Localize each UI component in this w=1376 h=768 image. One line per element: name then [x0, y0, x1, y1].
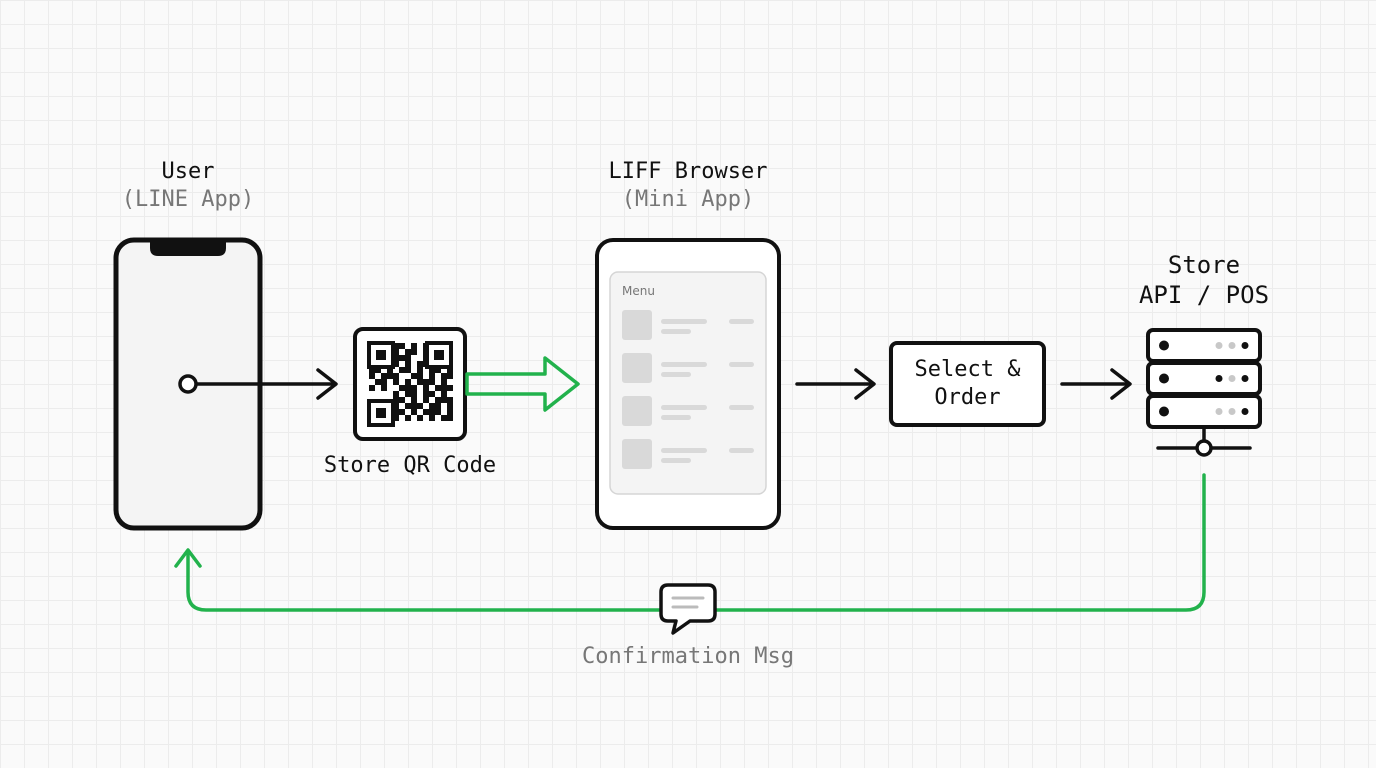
tablet-icon — [595, 238, 781, 530]
liff-title: LIFF Browser — [608, 159, 768, 184]
store-node-label: Store API / POS — [1104, 250, 1304, 310]
user-title: User — [161, 159, 215, 184]
store-subtitle: API / POS — [1138, 281, 1270, 309]
store-title: Store — [1167, 251, 1241, 279]
arrow-liff-to-order — [795, 368, 876, 400]
menu-item-placeholder — [622, 353, 754, 383]
arrow-order-to-store — [1060, 368, 1132, 400]
arrow-user-to-qr — [178, 368, 338, 400]
menu-list — [622, 310, 754, 469]
liff-node-label: LIFF Browser (Mini App) — [568, 158, 808, 214]
server-icon — [1146, 328, 1262, 457]
menu-item-placeholder — [622, 310, 754, 340]
user-subtitle: (LINE App) — [121, 187, 255, 212]
green-arrow-qr-to-liff — [465, 356, 580, 412]
qr-label: Store QR Code — [323, 453, 497, 478]
order-line-2: Order — [934, 385, 1001, 410]
menu-label: Menu — [622, 284, 655, 298]
order-box — [889, 341, 1046, 427]
user-node-label: User (LINE App) — [88, 158, 288, 214]
menu-item-placeholder — [622, 396, 754, 426]
order-box-text: Select & Order — [891, 356, 1044, 412]
order-line-1: Select & — [914, 357, 1021, 382]
chat-bubble-icon — [659, 583, 717, 635]
qr-code-icon — [353, 327, 467, 441]
confirmation-label: Confirmation Msg — [582, 644, 794, 669]
menu-item-placeholder — [622, 439, 754, 469]
liff-subtitle: (Mini App) — [621, 187, 755, 212]
